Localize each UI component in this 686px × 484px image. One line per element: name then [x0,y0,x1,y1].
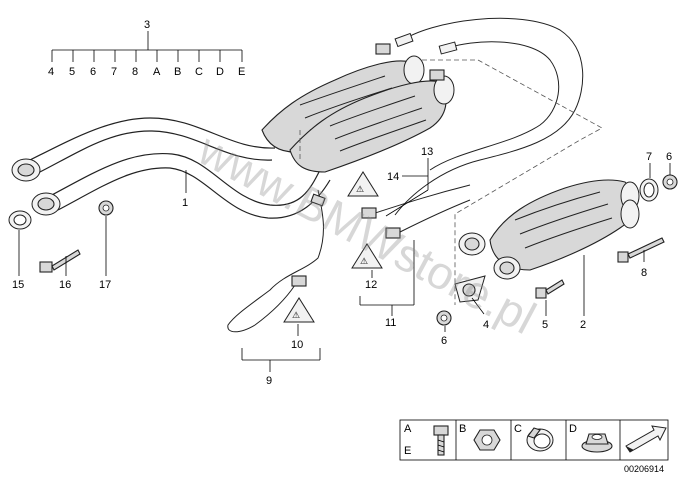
guide-line [422,59,603,305]
clamp-icon [526,427,554,452]
bracket-9 [241,348,321,372]
callout-17: 17 [99,279,111,291]
callout-3: 3 [144,19,150,31]
oxygen-sensor [429,69,445,81]
callout-14: 14 [387,171,399,183]
legend-letter-b: B [459,423,466,435]
catalytic-converter-lower [289,75,455,173]
bolt [535,279,565,299]
callout-8: 8 [641,267,647,279]
callout-4: 4 [483,319,489,331]
callout-1: 1 [182,197,188,209]
callout-6-lower: 6 [441,335,447,347]
kit-item: 4 [48,66,54,78]
callout-15: 15 [12,279,24,291]
nut-icon [473,429,501,451]
callout-11: 11 [385,317,396,329]
legend-letter-c: C [514,423,522,435]
warning-triangle-icon: ⚠ [347,171,379,197]
callout-12: 12 [365,279,377,291]
legend-letter-d: D [569,423,577,435]
svg-text:⚠: ⚠ [360,256,368,266]
flange-nut-icon [581,433,613,453]
oxygen-sensor [375,43,391,55]
kit-item: 6 [90,66,96,78]
oxygen-sensor-cables [375,17,584,216]
kit-item: 5 [69,66,75,78]
svg-text:⚠: ⚠ [356,184,364,194]
kit-row: 4 5 6 7 8 A B C D E [48,66,245,78]
kit-item: E [238,66,245,78]
callout-16: 16 [59,279,71,291]
legend-letter-e: E [404,445,411,457]
kit-item: C [195,66,203,78]
front-pipe-assembly [11,117,331,219]
kit-item: A [153,66,161,78]
legend-letter-a: A [404,423,412,435]
arrow-icon [625,425,667,453]
callout-2: 2 [580,319,586,331]
svg-text:⚠: ⚠ [292,310,300,320]
warning-triangle-icon: ⚠ [351,243,383,269]
bolt [39,249,81,273]
callout-6-upper: 6 [666,151,672,163]
callout-5: 5 [542,319,548,331]
kit-bracket [51,31,243,62]
callout-10: 10 [291,339,303,351]
kit-item: B [174,66,181,78]
sensor-plug [438,41,458,55]
kit-item: 7 [111,66,117,78]
kit-item: 8 [132,66,138,78]
callout-7: 7 [646,151,652,163]
bracket-11 [359,240,415,316]
callout-13: 13 [421,146,433,158]
bolt [617,237,665,263]
sensor-plug [394,32,414,48]
kit-item: D [216,66,224,78]
oxygen-sensor-rear [227,189,326,333]
catalytic-converter-rear [489,179,640,271]
oxygen-sensor-front [361,184,471,239]
callout-9: 9 [266,375,272,387]
bolt-icon [433,425,449,456]
diagram-code: 00206914 [624,464,664,474]
legend-panel: A E B C D [399,419,669,461]
warning-triangle-icon: ⚠ [283,297,315,323]
